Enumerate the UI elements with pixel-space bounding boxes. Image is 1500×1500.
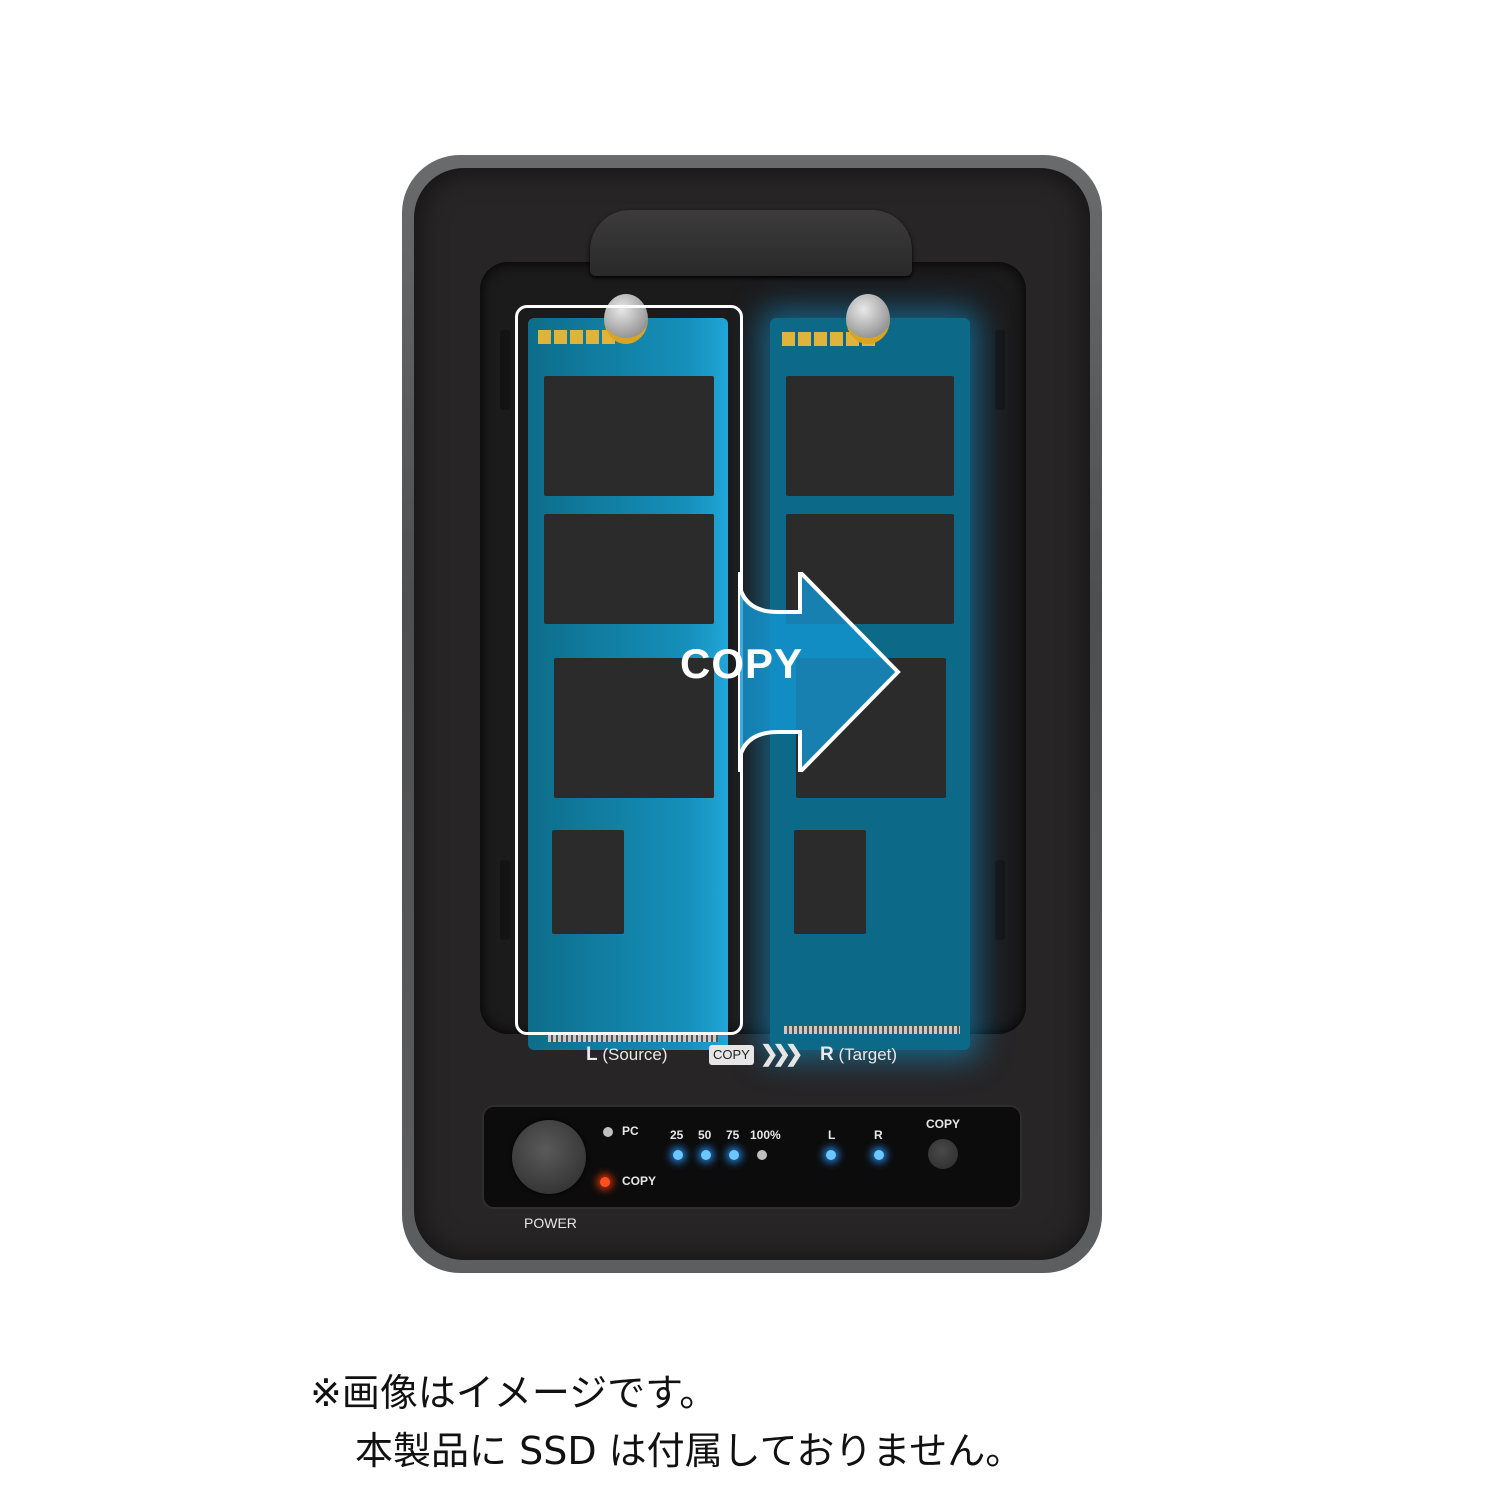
copy-arrow-label: COPY bbox=[680, 640, 804, 687]
copy-chevrons-icon: ❯❯❯ bbox=[760, 1041, 803, 1066]
bay-rib bbox=[500, 330, 510, 410]
slot-left-label: L (Source) bbox=[586, 1044, 668, 1066]
slot-right-text: (Target) bbox=[838, 1045, 898, 1064]
progress-label-100: 100% bbox=[750, 1128, 781, 1142]
screw-icon bbox=[846, 294, 890, 344]
slot-left-text: (Source) bbox=[602, 1045, 668, 1064]
slot-led-label-r: R bbox=[874, 1128, 883, 1142]
slot-right-letter: R bbox=[820, 1044, 834, 1065]
nand-chip bbox=[786, 376, 954, 496]
slot-right-label: R (Target) bbox=[820, 1044, 897, 1066]
gold-pads bbox=[538, 330, 618, 349]
copy-arrow-icon bbox=[738, 572, 901, 772]
progress-label-75: 75 bbox=[726, 1128, 740, 1142]
screw-icon bbox=[604, 294, 648, 344]
nand-chip bbox=[544, 376, 714, 496]
copy-button[interactable] bbox=[928, 1139, 958, 1169]
disclaimer-ssd-not-included: 本製品に SSD は付属しておりません。 bbox=[355, 1429, 1024, 1473]
slot-led-l bbox=[826, 1150, 836, 1160]
m2-connector bbox=[548, 1034, 718, 1042]
slot-led-label-l: L bbox=[828, 1128, 836, 1142]
slot-left-letter: L bbox=[586, 1044, 598, 1065]
bay-rib bbox=[995, 330, 1005, 410]
pc-led bbox=[603, 1127, 613, 1137]
pc-label: PC bbox=[622, 1124, 639, 1138]
progress-led-50 bbox=[701, 1150, 711, 1160]
bay-rib bbox=[500, 860, 510, 940]
controller-chip bbox=[552, 830, 624, 934]
copy-status-label: COPY bbox=[622, 1174, 657, 1188]
disclaimer-image: ※画像はイメージです。 bbox=[310, 1371, 718, 1415]
bay-handle[interactable] bbox=[590, 210, 912, 276]
progress-label-50: 50 bbox=[698, 1128, 712, 1142]
copy-status-led bbox=[600, 1177, 610, 1187]
progress-led-25 bbox=[673, 1150, 683, 1160]
progress-led-100 bbox=[757, 1150, 767, 1160]
copy-button-label: COPY bbox=[926, 1117, 961, 1131]
slot-led-r bbox=[874, 1150, 884, 1160]
copy-direction-tag: COPY bbox=[709, 1045, 754, 1065]
power-button[interactable] bbox=[512, 1120, 586, 1194]
controller-chip bbox=[794, 830, 866, 934]
power-label: POWER bbox=[524, 1215, 577, 1231]
bay-rib bbox=[995, 860, 1005, 940]
m2-connector bbox=[784, 1026, 960, 1034]
ssd-source-board bbox=[528, 318, 728, 1050]
progress-label-25: 25 bbox=[670, 1128, 684, 1142]
nand-chip bbox=[544, 514, 714, 624]
progress-led-75 bbox=[729, 1150, 739, 1160]
dram-chip bbox=[554, 658, 714, 798]
